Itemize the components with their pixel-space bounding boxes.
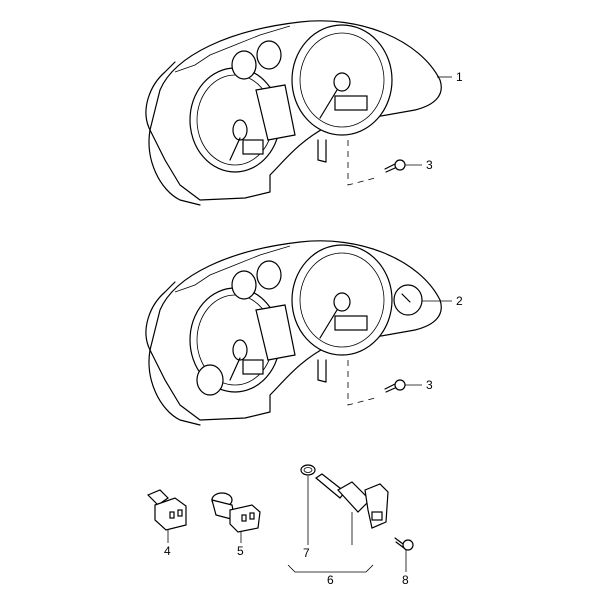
instrument-cluster-1[interactable] (145, 20, 442, 206)
callout-3-upper[interactable]: 3 (426, 158, 433, 172)
screw-3-upper[interactable] (384, 159, 406, 173)
sensor-5[interactable] (211, 492, 261, 533)
screw-8[interactable] (394, 537, 414, 551)
callout-6[interactable]: 6 (327, 573, 334, 587)
callout-2[interactable]: 2 (456, 294, 463, 308)
callout-3-lower[interactable]: 3 (426, 378, 433, 392)
callout-5[interactable]: 5 (237, 544, 244, 558)
connector-4[interactable] (146, 489, 187, 531)
speed-sender-6[interactable] (314, 473, 389, 529)
instrument-cluster-2[interactable] (145, 240, 442, 426)
callout-1[interactable]: 1 (456, 70, 463, 84)
screw-3-lower[interactable] (384, 379, 406, 393)
callout-8[interactable]: 8 (402, 573, 409, 587)
callout-4[interactable]: 4 (164, 544, 171, 558)
alignment-line-1 (347, 140, 376, 186)
callout-7[interactable]: 7 (303, 546, 310, 560)
seal-ring-7[interactable] (300, 464, 316, 476)
